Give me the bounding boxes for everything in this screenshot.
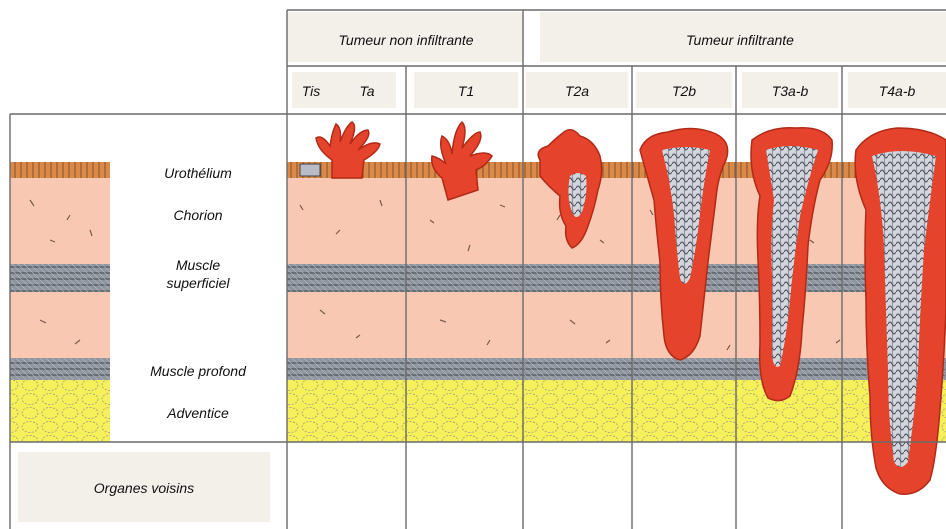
layer-chorion-main — [287, 178, 946, 264]
tumor-tis — [300, 164, 320, 176]
label-chorion: Chorion — [173, 207, 222, 223]
layer-urothelium-left — [10, 162, 110, 178]
layer-adventice-left — [10, 380, 110, 442]
stage-label-ta: Ta — [359, 83, 374, 99]
layer-chorion-left — [10, 178, 110, 264]
layer-muscle-deep-main — [287, 358, 946, 380]
label-organs: Organes voisins — [94, 480, 194, 496]
label-muscle-deep: Muscle profond — [150, 363, 247, 379]
layer-pink-mid-left — [10, 292, 110, 358]
layer-urothelium-main — [287, 162, 946, 178]
layer-pink-mid-main — [287, 292, 946, 358]
header-infiltrating: Tumeur infiltrante — [686, 32, 794, 48]
stage-label-t3ab: T3a-b — [772, 83, 809, 99]
stage-label-tis: Tis — [302, 83, 321, 99]
stage-label-t4ab: T4a-b — [879, 83, 916, 99]
layer-labels: Urothélium Chorion Muscle superficiel Mu… — [128, 128, 276, 438]
stage-labels: Tis Ta T1 T2a T2b T3a-b T4a-b — [292, 72, 946, 108]
header-area: Tumeur non infiltrante Tumeur infiltrant… — [287, 12, 946, 62]
header-non-infiltrating: Tumeur non infiltrante — [338, 32, 473, 48]
stage-label-t2a: T2a — [565, 83, 589, 99]
layer-muscle-sup-left — [10, 264, 110, 292]
layer-muscle-sup-main — [287, 264, 946, 292]
label-urothelium: Urothélium — [164, 165, 232, 181]
stage-label-t1: T1 — [458, 83, 474, 99]
label-muscle-sup-line2: superficiel — [166, 275, 230, 291]
label-muscle-sup-line1: Muscle — [176, 257, 221, 273]
layer-muscle-deep-left — [10, 358, 110, 380]
stage-label-t2b: T2b — [672, 83, 696, 99]
layer-adventice-main — [287, 380, 946, 442]
label-adventice: Adventice — [166, 405, 229, 421]
